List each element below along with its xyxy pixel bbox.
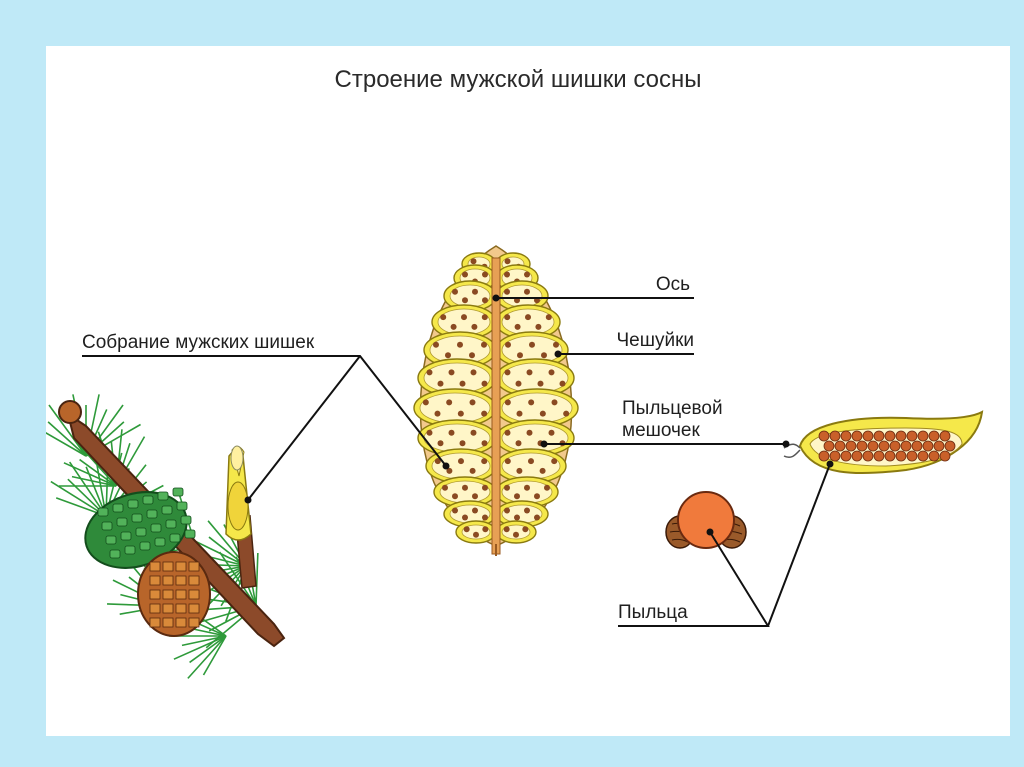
pollen-sac-detail bbox=[783, 410, 984, 475]
cone-scale bbox=[495, 358, 575, 398]
cone-scale bbox=[495, 331, 569, 369]
slide-canvas: Строение мужской шишки сосны bbox=[46, 46, 1010, 736]
page-title: Строение мужской шишки сосны bbox=[335, 66, 702, 93]
pine-male-cone-diagram: Строение мужской шишки сосны bbox=[46, 66, 984, 679]
cone-scale bbox=[433, 476, 497, 508]
old-brown-cone bbox=[137, 551, 211, 637]
cone-scale bbox=[495, 520, 537, 544]
label-male-cones-cluster: Собрание мужских шишек bbox=[82, 332, 315, 353]
leader-pollen-sac-grain bbox=[767, 463, 831, 627]
cone-scale bbox=[413, 388, 497, 428]
scales-right bbox=[495, 252, 579, 544]
cone-scale bbox=[495, 448, 567, 484]
label-scales: Чешуйки bbox=[616, 330, 694, 351]
pine-branch-illustration bbox=[46, 394, 286, 679]
cone-scale bbox=[495, 304, 561, 340]
male-cone-cluster bbox=[225, 445, 252, 541]
cone-scale bbox=[495, 280, 549, 312]
cone-scale bbox=[417, 358, 497, 398]
female-green-cone bbox=[84, 487, 196, 569]
cone-scale bbox=[431, 304, 497, 340]
label-pollen-sac-line2: мешочек bbox=[622, 420, 700, 441]
leader-cluster-branch bbox=[247, 355, 361, 501]
branch-tip-bud bbox=[58, 400, 82, 424]
cone-scale bbox=[455, 520, 497, 544]
cone-axis bbox=[491, 257, 501, 555]
cone-scale bbox=[495, 388, 579, 428]
leader-lines bbox=[82, 294, 834, 627]
male-cone-section bbox=[413, 245, 579, 556]
label-pollen: Пыльца bbox=[618, 602, 688, 623]
scales-left bbox=[413, 252, 497, 544]
cone-scale bbox=[423, 331, 497, 369]
label-axis: Ось bbox=[656, 274, 690, 295]
pollen-grain bbox=[665, 491, 747, 549]
pollen-grains-in-sac bbox=[818, 430, 956, 462]
cone-scale bbox=[495, 500, 549, 528]
label-pollen-sac-line1: Пыльцевой bbox=[622, 398, 723, 419]
